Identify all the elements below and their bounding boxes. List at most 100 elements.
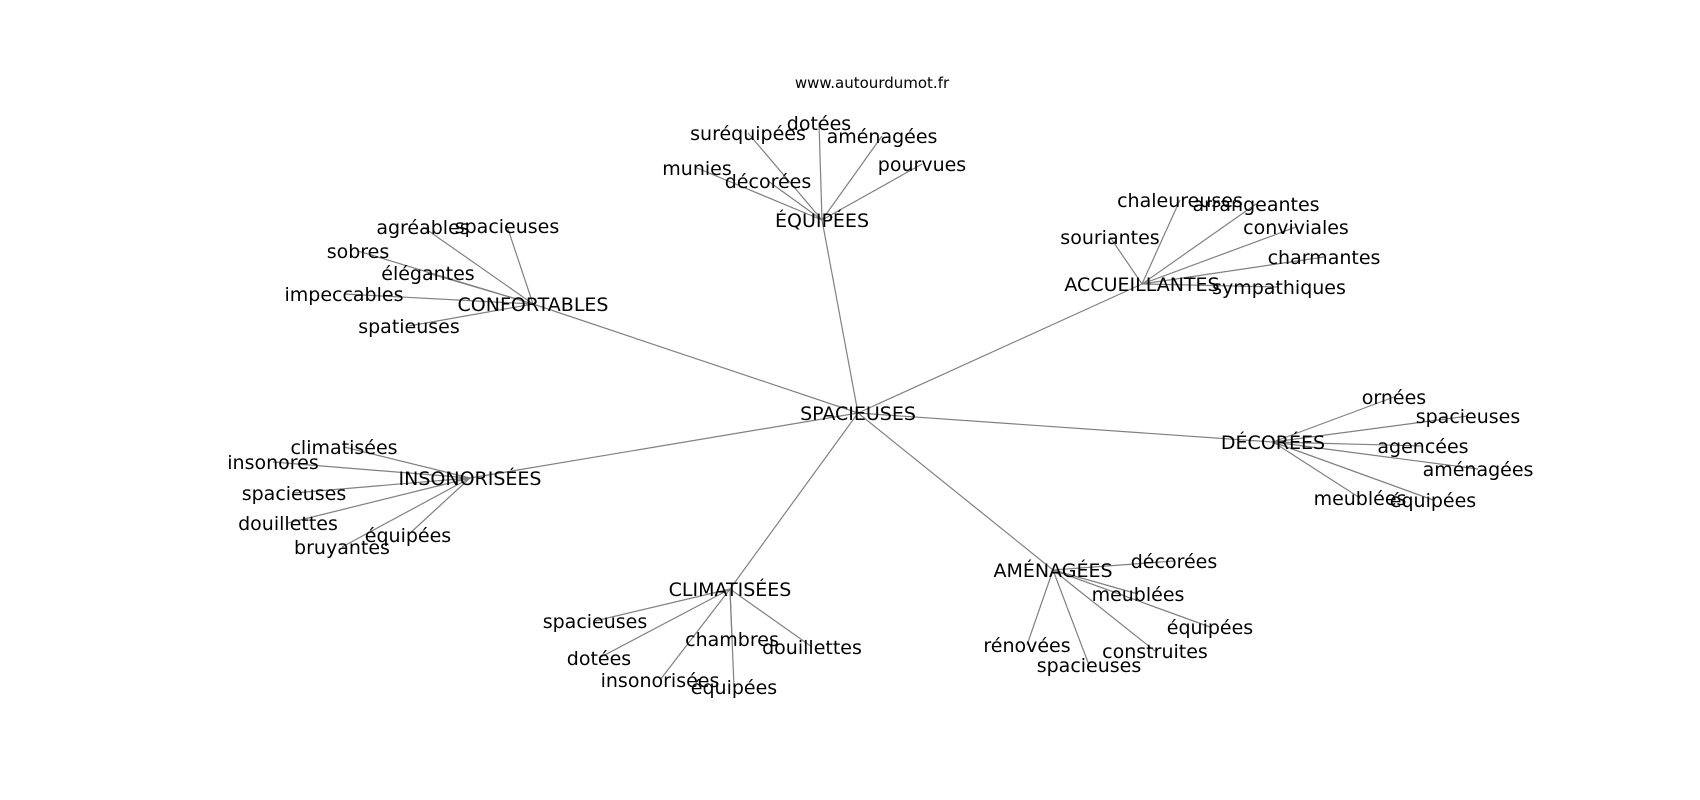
edge-equipees-leaf [821, 135, 883, 221]
leaf-word: spacieuses [1416, 406, 1521, 428]
leaf-word: spacieuses [242, 483, 347, 505]
edge-insonorisees-leaf [272, 461, 471, 479]
hub-word-insonorisees: INSONORISÉES [399, 467, 542, 490]
edge-center-equipees [821, 219, 859, 414]
edge-accueillantes-leaf [1141, 203, 1257, 285]
edge-amenagees-leaf [1052, 569, 1090, 666]
hub-word-decorees: DÉCORÉES [1221, 431, 1325, 454]
edge-confortables-leaf [343, 293, 534, 305]
hub-word-amenagees: AMÉNAGÉES [993, 559, 1112, 582]
leaf-word: bruyantes [294, 537, 390, 559]
leaf-word: charmantes [1268, 247, 1381, 269]
leaf-word: insonores [227, 452, 319, 474]
edge-center-insonorisees [469, 412, 859, 479]
leaf-word: rénovées [983, 635, 1070, 657]
center-word: SPACIEUSES [800, 403, 916, 425]
edge-accueillantes-leaf [1141, 199, 1181, 285]
leaf-word: équipées [365, 525, 451, 547]
leaf-word: sympathiques [1212, 277, 1346, 299]
edge-climatisees-leaf [729, 588, 735, 688]
edge-confortables-leaf [408, 303, 534, 327]
leaf-word: impeccables [284, 284, 403, 306]
leaf-word: conviviales [1243, 217, 1349, 239]
edge-confortables-leaf [422, 226, 534, 305]
edge-amenagees-leaf [1052, 569, 1156, 652]
leaf-word: spacieuses [455, 216, 560, 238]
edge-equipees-leaf [821, 163, 923, 221]
edge-amenagees-leaf [1052, 569, 1211, 628]
edge-insonorisees-leaf [343, 446, 471, 479]
leaf-word: spacieuses [543, 611, 648, 633]
edge-decorees-leaf [1272, 441, 1479, 470]
leaf-word: climatisées [290, 437, 397, 459]
leaf-word: spacieuses [1037, 655, 1142, 677]
edge-amenagees-leaf [1026, 569, 1054, 646]
leaf-word: suréquipées [690, 123, 806, 145]
edge-decorees-leaf [1272, 415, 1469, 443]
edge-confortables-leaf [427, 272, 534, 305]
edge-climatisees-leaf [594, 588, 731, 622]
edge-decorees-leaf [1272, 396, 1395, 443]
edge-climatisees-leaf [659, 588, 731, 681]
edge-climatisees-leaf [598, 588, 731, 659]
edge-confortables-leaf [506, 225, 534, 305]
edge-climatisees-leaf [729, 588, 813, 648]
leaf-word: agencées [1377, 436, 1468, 458]
leaf-word: douillettes [238, 513, 338, 535]
leaf-word: insonorisées [601, 670, 720, 692]
hub-word-confortables: CONFORTABLES [458, 294, 609, 316]
hub-word-accueillantes: ACCUEILLANTES [1064, 274, 1219, 296]
leaf-word: chambres [685, 629, 779, 651]
leaf-word: dotées [787, 113, 851, 135]
edge-center-accueillantes [857, 283, 1143, 414]
leaf-word: aménagées [1423, 459, 1534, 481]
source-label: www.autourdumot.fr [795, 74, 950, 92]
edge-insonorisees-leaf [293, 477, 471, 494]
leaf-word: équipées [691, 677, 777, 699]
leaf-word: spatieuses [358, 316, 460, 338]
edge-equipees-leaf [767, 180, 823, 221]
edge-center-climatisees [729, 412, 859, 590]
edge-center-decorees [857, 412, 1274, 443]
leaf-word: arrangeantes [1192, 194, 1319, 216]
hub-word-equipees: ÉQUIPÉES [775, 209, 869, 232]
leaf-word: souriantes [1060, 227, 1159, 249]
edge-insonorisees-leaf [341, 477, 471, 548]
edge-accueillantes-leaf [1141, 283, 1280, 288]
edge-amenagees-leaf [1052, 569, 1139, 595]
graph-edges [272, 122, 1479, 688]
leaf-word: pourvues [878, 154, 966, 176]
edge-accueillantes-leaf [1141, 256, 1325, 285]
edge-accueillantes-leaf [1109, 236, 1143, 285]
leaf-word: décorées [1131, 551, 1218, 573]
edge-equipees-leaf [747, 132, 823, 221]
leaf-word: meublées [1314, 488, 1407, 510]
edge-amenagees-leaf [1052, 560, 1175, 571]
leaf-word: sobres [327, 241, 390, 263]
edge-decorees-leaf [1272, 441, 1361, 499]
leaf-word: ornées [1362, 387, 1426, 409]
edge-accueillantes-leaf [1141, 226, 1297, 285]
leaf-word: décorées [725, 171, 812, 193]
edge-decorees-leaf [1272, 441, 1434, 501]
leaf-word: agréables [376, 217, 469, 239]
leaf-word: dotées [567, 648, 631, 670]
edge-equipees-leaf [696, 167, 823, 221]
edge-equipees-leaf [818, 122, 823, 221]
edge-insonorisees-leaf [407, 477, 471, 536]
leaf-word: munies [662, 158, 731, 180]
edge-center-amenagees [857, 412, 1054, 571]
edge-center-confortables [532, 303, 859, 414]
leaf-word: équipées [1390, 490, 1476, 512]
leaf-word: douillettes [762, 637, 862, 659]
edge-decorees-leaf [1272, 441, 1424, 447]
leaf-word: chaleureuses [1117, 190, 1243, 212]
edge-insonorisees-leaf [287, 477, 471, 524]
leaf-word: construites [1102, 641, 1208, 663]
hub-word-climatisees: CLIMATISÉES [669, 578, 792, 601]
leaf-word: meublées [1092, 584, 1185, 606]
leaf-word: élégantes [381, 263, 474, 285]
leaf-word: équipées [1167, 617, 1253, 639]
